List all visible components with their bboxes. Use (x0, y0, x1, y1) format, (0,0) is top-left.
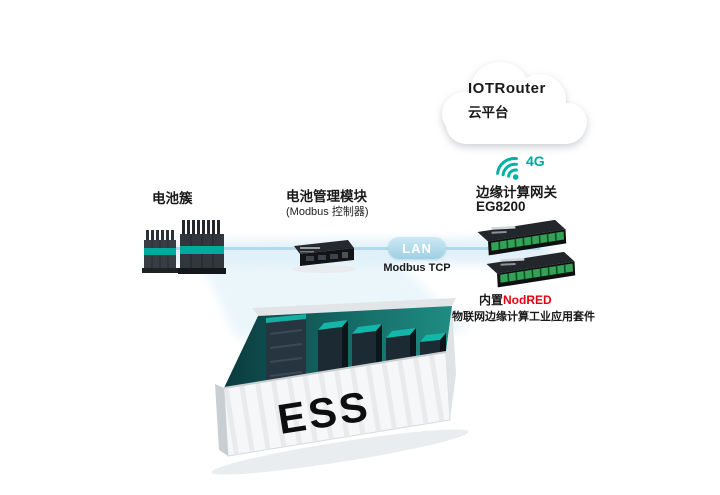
wifi-signal-icon (496, 157, 519, 180)
cloud-title: IOTRouter (468, 80, 546, 97)
gateway-builtin: 内置NodRED (479, 291, 552, 308)
gateway-builtin-name: NodRED (503, 293, 552, 307)
bms-device-illustration (292, 240, 356, 273)
gateway-model: EG8200 (476, 199, 526, 214)
cloud-shape (442, 62, 587, 144)
bms-title: 电池管理模块 (286, 189, 367, 204)
cloud-subtitle: 云平台 (468, 105, 509, 120)
ess-container-illustration (211, 298, 469, 475)
gateway-builtin-prefix: 内置 (479, 293, 504, 307)
gateway-suite-label: 物联网边缘计算工业应用套件 (452, 311, 595, 323)
wireless-4g-label: 4G (526, 153, 545, 169)
protocol-label: Modbus TCP (383, 262, 451, 274)
gateway-device-bottom (486, 251, 576, 288)
battery-cluster-illustration (142, 220, 226, 274)
gateway-device-top (477, 219, 567, 256)
lan-badge: LAN (388, 237, 446, 259)
battery-cluster-label: 电池簇 (152, 191, 193, 206)
gateway-title: 边缘计算网关 (476, 185, 557, 200)
bms-subtitle: (Modbus 控制器) (286, 206, 369, 218)
